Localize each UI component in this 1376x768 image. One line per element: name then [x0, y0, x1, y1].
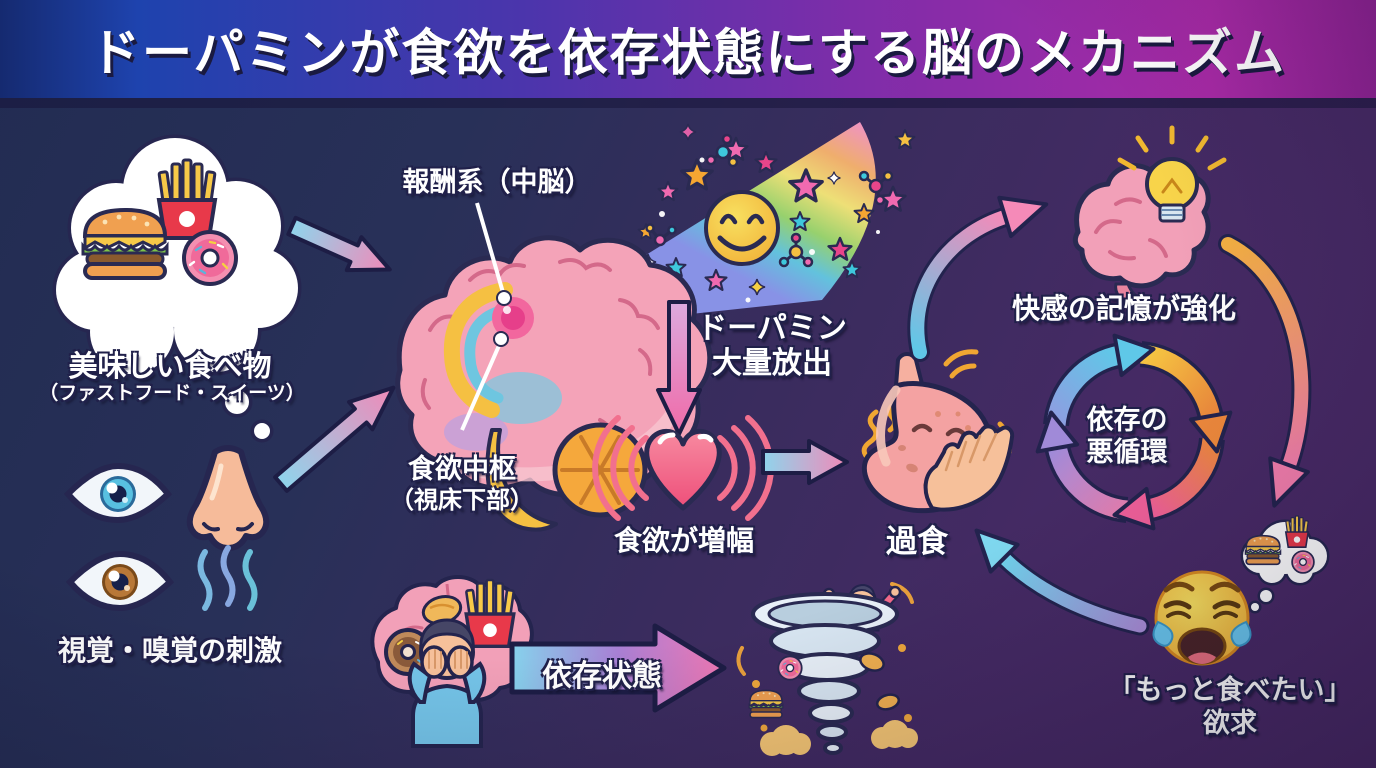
label-tasty-food-sub: （ファストフード・スイーツ） [39, 382, 305, 404]
label-craving-2: 欲求 [1203, 708, 1257, 739]
donut-icon [182, 230, 238, 286]
heart-pulse-icon [592, 415, 774, 521]
arrow-stomach-to-memory [907, 195, 1049, 362]
page-title: ドーパミンが食欲を依存状態にする脳のメカニズム [90, 24, 1286, 82]
label-craving-1: 「もっと食べたい」 [1108, 675, 1352, 706]
smell-waves-icon [197, 545, 258, 611]
chocolate-donut-icon [384, 628, 432, 676]
arrow-dopamine-down [656, 300, 702, 436]
arrow-senses-to-brain [273, 385, 396, 493]
cycle-arrows-icon [1035, 333, 1233, 531]
nose-icon [186, 445, 270, 551]
label-dopamine-2: 大量放出 [712, 346, 832, 381]
crying-emoji-icon [1152, 570, 1252, 666]
arrow-food-to-brain [286, 215, 392, 273]
label-reward-system: 報酬系（中脳） [402, 167, 592, 198]
label-appetite-amplified: 食欲が増幅 [613, 524, 755, 557]
arrow-craving-to-overeating [974, 528, 1150, 636]
eye-icon [63, 462, 175, 612]
molecule-icon [645, 133, 894, 268]
brain-lightbulb-icon [1072, 125, 1227, 308]
label-tasty-food: 美味しい食べ物 [68, 349, 272, 383]
label-addiction-state: 依存状態 [542, 659, 662, 694]
fries-icon [156, 158, 218, 240]
label-appetite-center-2: （視床下部） [390, 486, 534, 514]
label-overeating: 過食 [886, 524, 948, 560]
label-senses: 視覚・嗅覚の刺激 [57, 634, 283, 667]
stressed-person-icon [370, 575, 534, 748]
label-cycle-2: 悪循環 [1086, 437, 1168, 468]
arrow-heart-to-stomach [761, 439, 849, 485]
stomach-icon [861, 349, 1015, 514]
thought-bubble-craving-icon [1240, 515, 1330, 614]
header-divider [0, 98, 1376, 108]
label-pleasure-memory: 快感の記憶が強化 [1011, 292, 1237, 325]
label-cycle-1: 依存の [1086, 405, 1168, 436]
arrow-memory-to-craving [1218, 234, 1312, 508]
header-banner: ドーパミンが食欲を依存状態にする脳のメカニズム [0, 0, 1376, 98]
hand-icon [923, 424, 1015, 512]
tornado-icon [736, 582, 918, 756]
smiley-icon [704, 190, 780, 266]
pointer-lines [460, 202, 506, 431]
addiction-arrow-icon [509, 623, 727, 713]
label-appetite-center-1: 食欲中枢 [408, 454, 516, 485]
label-dopamine-1: ドーパミン [697, 311, 847, 346]
thought-bubble-food-icon [52, 134, 302, 443]
